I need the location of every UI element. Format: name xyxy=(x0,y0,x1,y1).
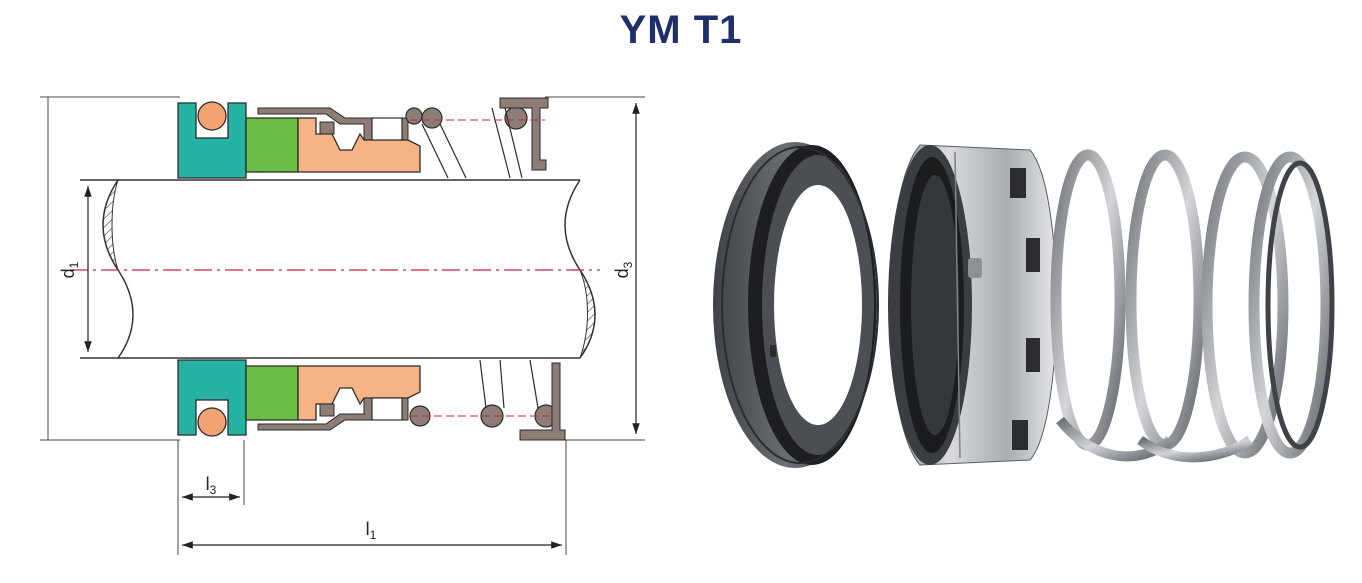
seal-face xyxy=(245,117,299,173)
seal-upper-half xyxy=(177,97,549,179)
spring-end-cup xyxy=(499,97,549,171)
d1-label: d1 xyxy=(58,261,81,278)
seat-cup xyxy=(177,102,247,179)
spring-coil xyxy=(504,106,528,130)
spring-end-cup xyxy=(519,362,566,441)
seat-ring-icon xyxy=(713,142,879,468)
product-photo xyxy=(713,142,1335,468)
rubber-bellows xyxy=(297,365,421,421)
spring-icon xyxy=(1050,149,1335,463)
seal-lower-half xyxy=(177,359,566,441)
o-ring-ball xyxy=(197,407,227,437)
shaft xyxy=(70,179,600,359)
spring-coil xyxy=(405,107,423,125)
spring-coil xyxy=(421,107,443,129)
seal-head-icon xyxy=(888,144,1057,466)
l1-label: l1 xyxy=(366,519,377,542)
technical-drawing: d1 d3 xyxy=(40,96,645,555)
o-ring-ball xyxy=(197,101,227,131)
page-title: YM T1 xyxy=(619,8,743,52)
rubber-bellows xyxy=(297,117,421,173)
l3-label: l3 xyxy=(206,474,217,497)
spring-coil xyxy=(480,404,504,428)
seal-face xyxy=(245,365,299,421)
d3-label: d3 xyxy=(612,261,635,278)
seat-cup xyxy=(177,359,247,436)
